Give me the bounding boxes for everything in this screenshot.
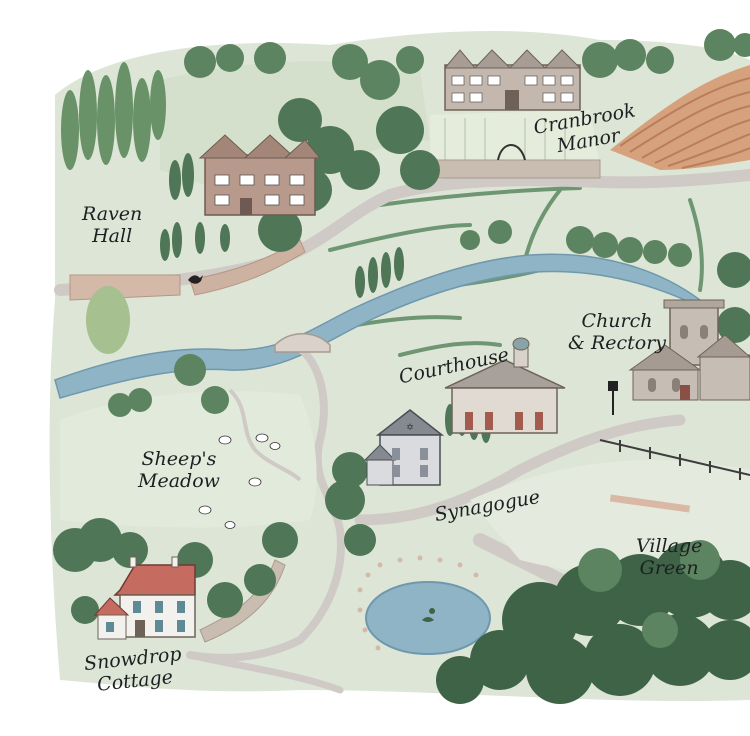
label-church-rectory: Church& Rectory — [568, 310, 667, 354]
duck-icon — [422, 608, 436, 622]
raven-hall-building — [198, 134, 322, 216]
synagogue-building: ✡ — [363, 409, 445, 486]
manor-lawn — [430, 110, 600, 165]
courthouse-building — [444, 337, 566, 434]
lamp-post — [608, 381, 618, 415]
church-building — [628, 299, 750, 401]
bridge — [274, 333, 331, 353]
raven-icon — [188, 275, 203, 284]
snowdrop-cottage-building — [93, 556, 196, 640]
sheep-flock — [198, 433, 281, 529]
cranbrook-manor-building — [443, 49, 582, 161]
sheeps-meadow-field — [60, 391, 317, 528]
plowed-field — [610, 65, 750, 170]
tree-clusters — [53, 29, 750, 704]
cricket-pitch — [609, 494, 691, 513]
svg-text:✡: ✡ — [406, 423, 414, 433]
fence — [599, 439, 750, 480]
